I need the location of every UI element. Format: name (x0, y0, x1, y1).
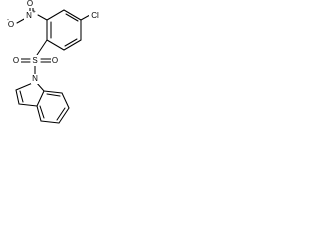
sulfonyl-oxygen-right-label: O (52, 56, 58, 65)
bond-ring-to-cl (80, 14, 91, 21)
chlorine-label: Cl (91, 11, 99, 20)
bond-indole-c2-c3 (15, 89, 20, 105)
label-bg-cl (89, 11, 101, 20)
molecule-diagram: Cl N + O O - S O O N (0, 0, 108, 133)
sulfonyl-oxygen-left-label: O (13, 56, 19, 65)
bond-benzo-double-3 (39, 105, 45, 119)
indole-nitrogen-label: N (32, 74, 38, 83)
bond-benzene-1 (46, 9, 65, 21)
sulfur-label: S (32, 56, 37, 65)
bond-benzene-double-1 (65, 13, 79, 22)
bond-benzo-3 (58, 107, 70, 124)
bond-benzo-double-2 (56, 107, 66, 121)
nitro-oxygen-left-label: O (8, 20, 14, 29)
bond-ring-to-nitro (37, 14, 48, 21)
bond-indole-c3a-c7a (36, 90, 45, 107)
bond-benzene-double-2 (64, 38, 78, 47)
chemical-structure-svg: Cl N + O O - S O O N (6, 0, 101, 124)
bond-ring-to-sulfur (36, 39, 48, 56)
bond-benzo-4 (40, 120, 60, 124)
bond-indole-c3-c3a (18, 103, 38, 107)
nitro-nitrogen-label: N (26, 11, 32, 20)
bond-benzo-1 (43, 90, 63, 94)
bond-indole-c2-c3-double (19, 90, 24, 103)
label-bg-nitro-o-top (26, 0, 35, 8)
benzene-ring (46, 9, 82, 51)
bond-benzo-5 (36, 105, 42, 122)
bond-benzo-2 (61, 92, 70, 109)
nitro-nitrogen-charge: + (32, 10, 36, 16)
label-bg-nitro-o-left (6, 20, 16, 29)
bond-benzo-double-1 (46, 93, 61, 97)
indole-pyrrole-ring (15, 81, 45, 107)
label-bg-sulfur (31, 55, 39, 66)
nitro-oxygen-left-charge: - (7, 18, 9, 24)
bond-benzene-4 (63, 39, 82, 51)
nitro-oxygen-top-label: O (27, 0, 33, 8)
label-bg-sulfonyl-o-left (12, 56, 21, 65)
label-bg-sulfonyl-o-right (51, 56, 60, 65)
label-bg-nitro-n (24, 11, 34, 20)
bond-benzene-5 (46, 39, 65, 51)
label-bg-indole-n (31, 74, 39, 84)
bond-benzene-2 (63, 9, 82, 21)
indole-benzo-ring (36, 90, 70, 124)
